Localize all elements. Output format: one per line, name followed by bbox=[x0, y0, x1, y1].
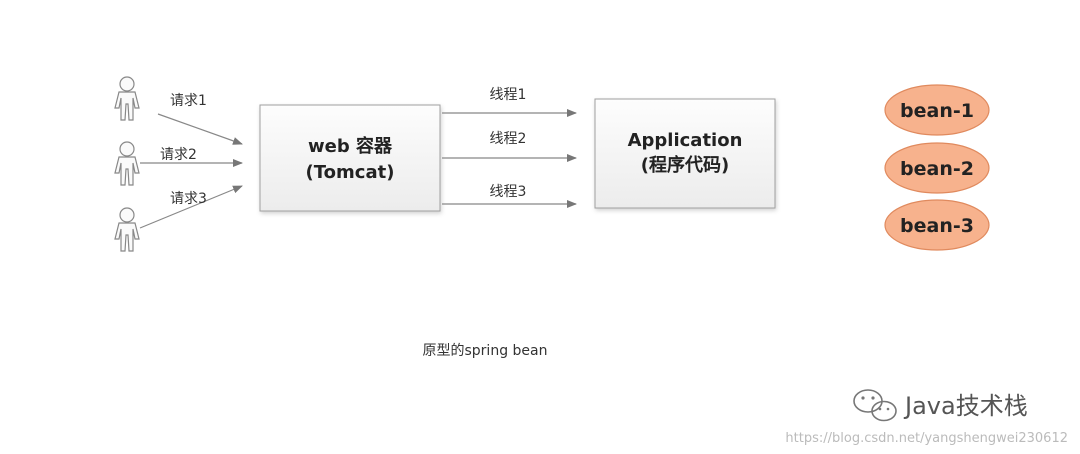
diagram-caption: 原型的spring bean bbox=[423, 343, 548, 359]
web-container-title: web 容器 bbox=[308, 135, 393, 157]
application-title: Application bbox=[628, 130, 743, 151]
watermark-url: https://blog.csdn.net/yangshengwei230612 bbox=[785, 431, 1068, 446]
bean-1-label: bean-1 bbox=[900, 100, 974, 122]
request-arrow-3 bbox=[139, 185, 243, 229]
application-box bbox=[594, 98, 776, 209]
bean-3-ellipse bbox=[884, 199, 990, 251]
web-container-subtitle: (Tomcat) bbox=[306, 162, 395, 183]
thread-label-2: 线程2 bbox=[490, 131, 527, 147]
user-icon-1 bbox=[114, 76, 140, 121]
user-icon-2 bbox=[114, 141, 140, 186]
bean-3-label: bean-3 bbox=[900, 215, 974, 237]
request-label-2: 请求2 bbox=[160, 147, 197, 163]
request-label-3: 请求3 bbox=[170, 191, 207, 207]
thread-label-3: 线程3 bbox=[490, 184, 527, 200]
application-subtitle: (程序代码) bbox=[641, 154, 729, 176]
user-icon-3 bbox=[114, 207, 140, 252]
request-arrow-1 bbox=[157, 113, 243, 145]
request-label-1: 请求1 bbox=[170, 93, 207, 109]
wechat-logo-icon bbox=[853, 389, 897, 422]
thread-label-1: 线程1 bbox=[490, 87, 527, 103]
bean-2-ellipse bbox=[884, 142, 990, 194]
watermark-brand: Java技术栈 bbox=[903, 392, 1028, 420]
bean-2-label: bean-2 bbox=[900, 158, 974, 180]
web-container-box bbox=[259, 104, 441, 212]
bean-1-ellipse bbox=[884, 84, 990, 136]
